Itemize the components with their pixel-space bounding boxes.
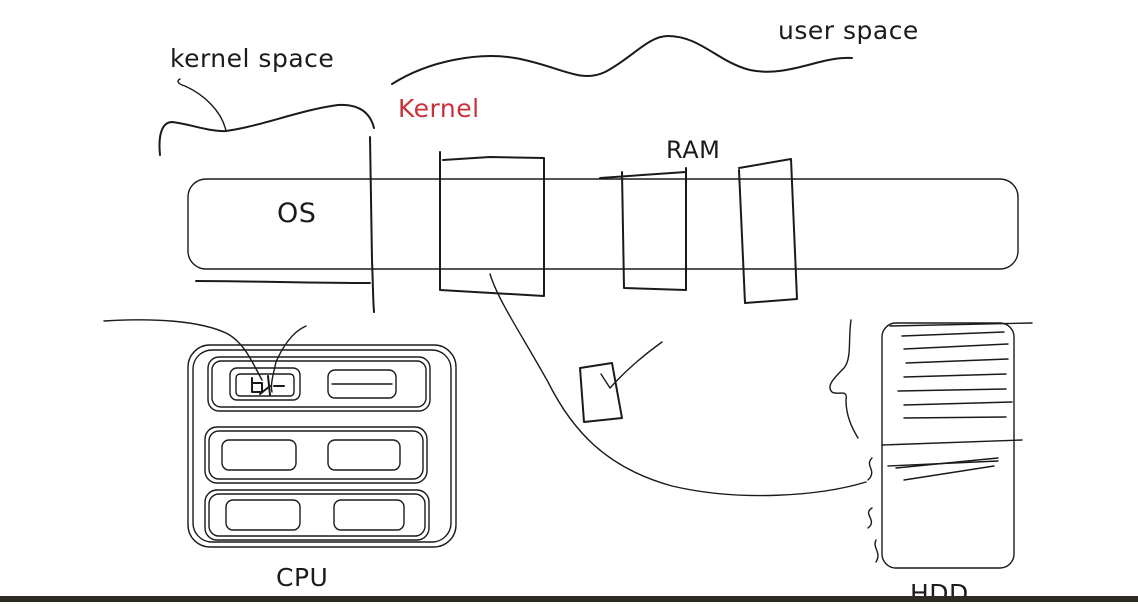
cpu-output-wire bbox=[270, 325, 307, 393]
cpu-package-inner bbox=[192, 349, 452, 543]
cpu-core-5 bbox=[225, 499, 301, 531]
hdd-swap-squiggle-3 bbox=[874, 539, 879, 563]
cpu-core-6 bbox=[333, 499, 405, 531]
page-box bbox=[579, 362, 623, 423]
cpu-core-1-inner bbox=[235, 373, 295, 397]
hdd-used-brace bbox=[829, 319, 859, 439]
process-block-3 bbox=[738, 158, 798, 304]
hdd-swap-squiggle-2 bbox=[867, 507, 873, 529]
cpu-core-2 bbox=[327, 369, 397, 399]
check-mark bbox=[600, 341, 663, 389]
cpu-row-1 bbox=[211, 360, 427, 408]
ram-label: RAM bbox=[666, 136, 721, 164]
cpu-register-mark bbox=[251, 375, 285, 396]
cpu-label: CPU bbox=[276, 563, 329, 592]
process-disk-link bbox=[489, 273, 867, 497]
cpu-core-1 bbox=[229, 367, 301, 401]
process-block-1 bbox=[439, 151, 545, 297]
cpu-row-3-inner bbox=[208, 493, 426, 537]
bottom-edge-strip bbox=[0, 596, 1138, 602]
os-label: OS bbox=[277, 198, 317, 229]
hdd-tracks bbox=[881, 322, 1033, 481]
cpu-row-2-inner bbox=[208, 430, 424, 480]
cpu-package bbox=[187, 344, 457, 548]
user-space-label: user space bbox=[778, 16, 919, 45]
ram-bar bbox=[187, 178, 1019, 270]
kernel-user-divider bbox=[369, 136, 375, 313]
kernel-base-line bbox=[195, 280, 371, 284]
cpu-row-2 bbox=[204, 426, 428, 484]
cpu-row-1-frame bbox=[207, 356, 431, 412]
cpu-row-3 bbox=[204, 489, 430, 541]
process-block-2 bbox=[599, 167, 687, 291]
kernel-space-brace bbox=[158, 103, 375, 156]
kernel-space-pointer bbox=[177, 78, 227, 132]
user-space-wave bbox=[391, 35, 853, 85]
hdd-swap-squiggle-1 bbox=[867, 457, 873, 481]
cpu-core-3 bbox=[221, 439, 297, 471]
cpu-input-wire bbox=[103, 319, 263, 381]
kernel-label: Kernel bbox=[398, 94, 480, 123]
kernel-space-label: kernel space bbox=[170, 44, 335, 73]
cpu-core-4 bbox=[327, 439, 401, 471]
hdd-label: HDD bbox=[910, 579, 969, 608]
